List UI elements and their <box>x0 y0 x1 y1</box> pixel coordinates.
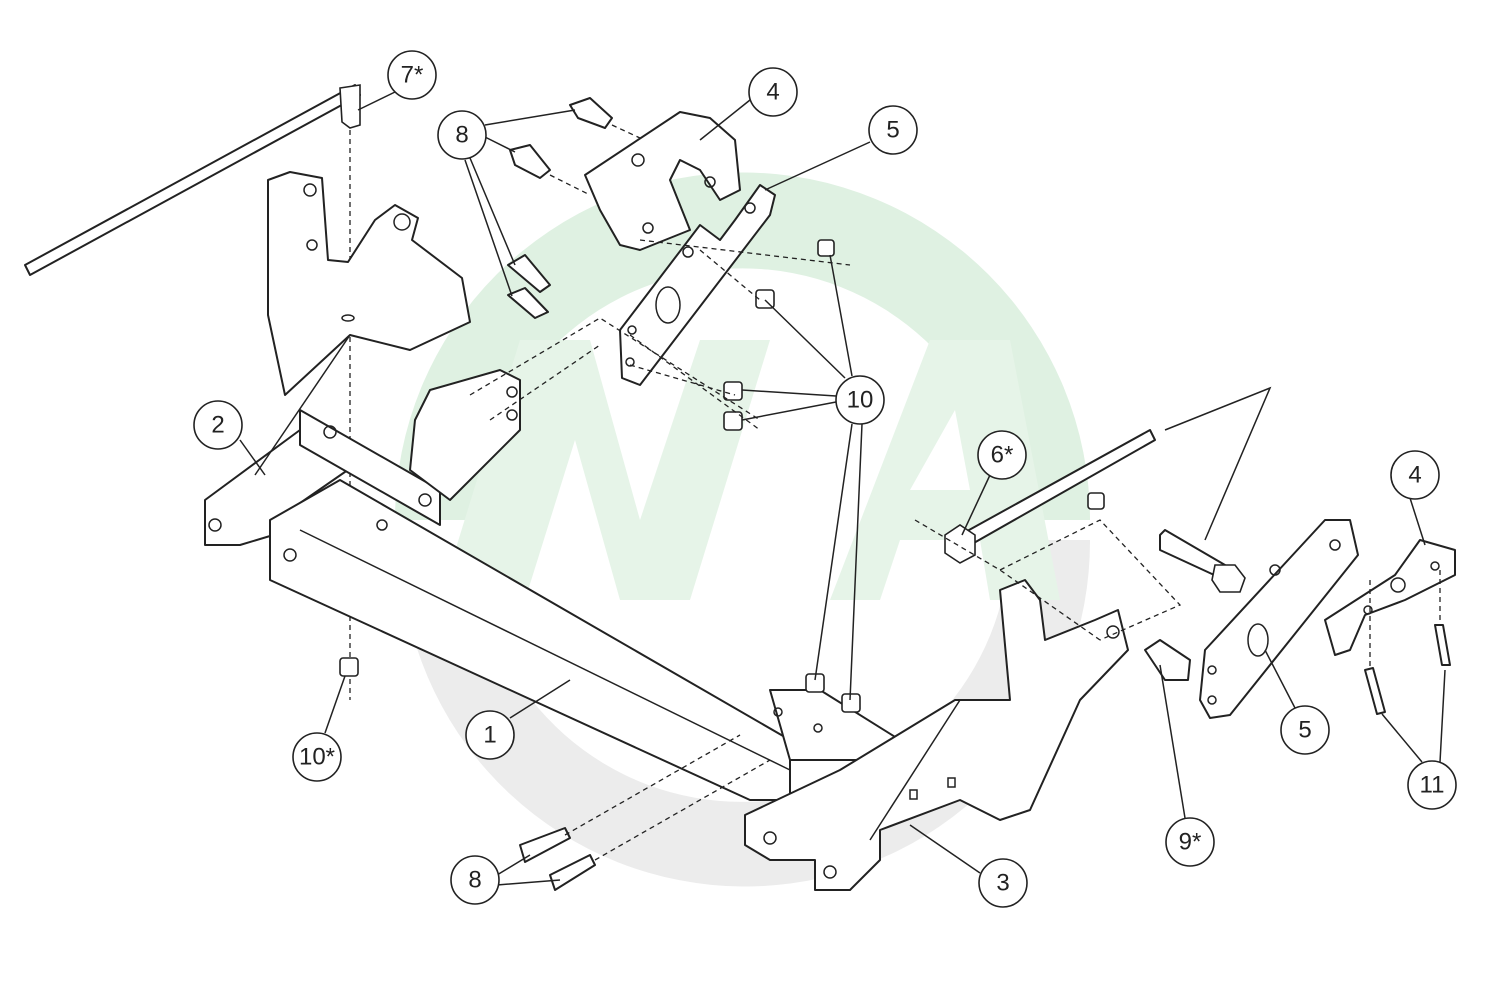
callout-8-top: 8 <box>437 110 487 160</box>
part-4-plate-right <box>1324 539 1456 656</box>
svg-text:4: 4 <box>1408 462 1421 489</box>
callout-10: 10 <box>835 375 885 425</box>
svg-text:10: 10 <box>847 387 874 414</box>
hardware-bolt-9 <box>1144 639 1191 681</box>
svg-text:9*: 9* <box>1179 829 1202 856</box>
svg-text:5: 5 <box>886 117 899 144</box>
callout-4-top: 4 <box>748 67 798 117</box>
hardware-nuts-10 <box>339 239 1105 713</box>
part-2-bracket <box>204 171 521 546</box>
callout-8-bottom: 8 <box>450 855 500 905</box>
part-4-plate-top <box>584 111 741 251</box>
callout-1: 1 <box>465 710 515 760</box>
part-5-plate-top <box>619 184 776 386</box>
part-9-bolt-long <box>1159 529 1246 593</box>
svg-text:2: 2 <box>211 412 224 439</box>
callout-9-star: 9* <box>1165 817 1215 867</box>
callout-4-right: 4 <box>1390 450 1440 500</box>
callout-6-star: 6* <box>977 430 1027 480</box>
part-5-plate-right <box>1199 519 1359 719</box>
svg-text:8: 8 <box>455 122 468 149</box>
callout-7-star: 7* <box>387 50 437 100</box>
part-rod-right <box>944 429 1156 564</box>
callout-11: 11 <box>1407 760 1457 810</box>
svg-text:8: 8 <box>468 867 481 894</box>
svg-text:1: 1 <box>483 722 496 749</box>
svg-text:11: 11 <box>1420 772 1445 799</box>
hardware-bolts-11 <box>1364 624 1451 715</box>
svg-text:4: 4 <box>766 79 779 106</box>
callout-10-star: 10* <box>292 732 342 782</box>
part-rod-left <box>24 84 361 276</box>
assembly-dash-lines <box>469 124 1441 861</box>
callout-2: 2 <box>193 400 243 450</box>
svg-text:10*: 10* <box>299 744 335 771</box>
svg-text:3: 3 <box>996 870 1009 897</box>
svg-text:7*: 7* <box>401 62 424 89</box>
svg-text:6*: 6* <box>991 442 1014 469</box>
hardware-bolts-8 <box>507 97 613 891</box>
callout-3: 3 <box>978 858 1028 908</box>
callout-5-right: 5 <box>1280 705 1330 755</box>
callout-5-top: 5 <box>868 105 918 155</box>
svg-text:5: 5 <box>1298 717 1311 744</box>
leader-lines <box>239 91 1446 886</box>
